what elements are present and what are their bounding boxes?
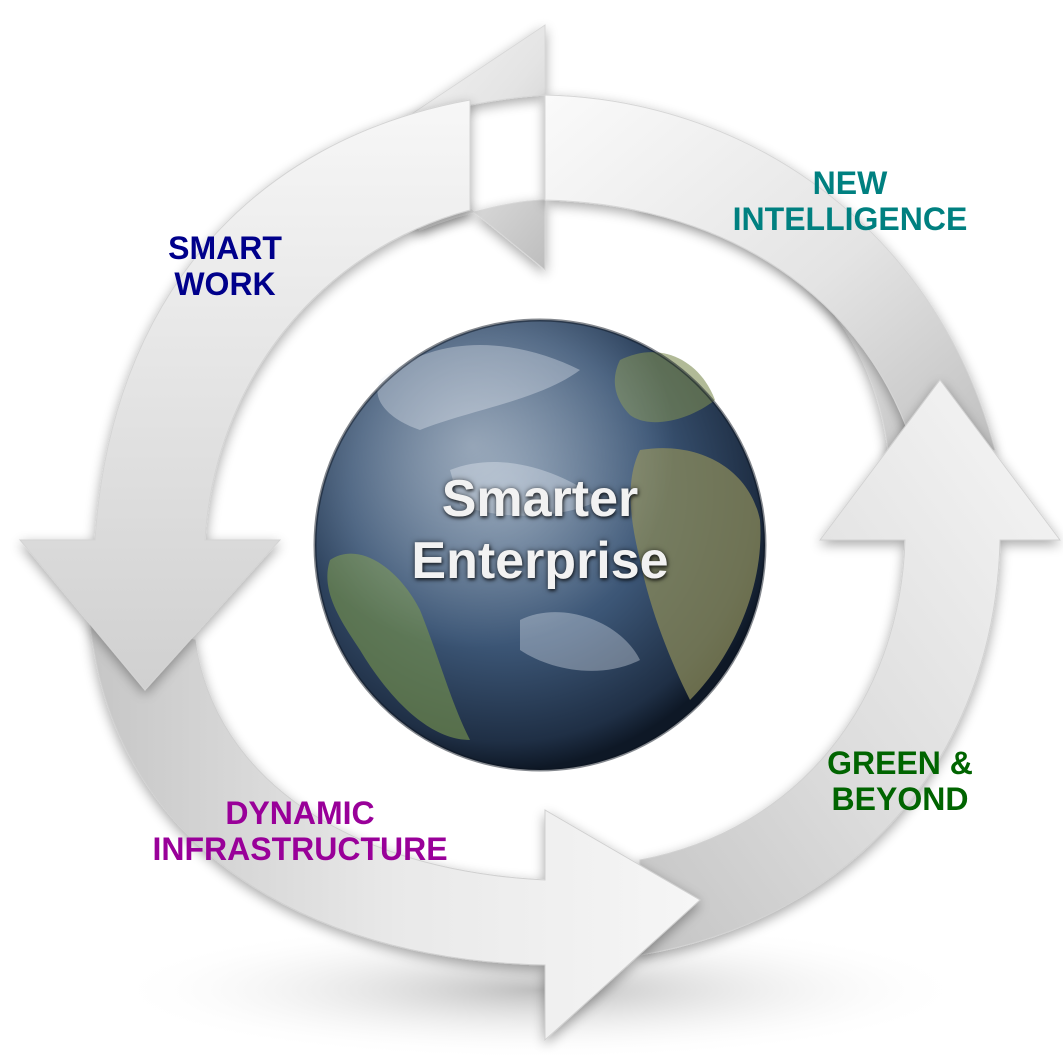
- cycle-arrow-left: [18, 99, 471, 691]
- stage-label-smart-work: SMART WORK: [120, 230, 330, 302]
- cycle-arrow-ne: [544, 94, 996, 471]
- stage-label-dynamic-infrastructure: DYNAMIC INFRASTRUCTURE: [90, 795, 510, 867]
- center-title: Smarter Enterprise: [330, 468, 750, 592]
- stage-label-green-beyond: GREEN & BEYOND: [780, 745, 1020, 817]
- floor-shadow: [110, 920, 970, 1060]
- stage-label-line2: INTELLIGENCE: [732, 201, 968, 237]
- stage-label-line1: GREEN &: [827, 745, 973, 781]
- stage-label-line1: DYNAMIC: [225, 795, 375, 831]
- stage-label-line2: WORK: [174, 266, 276, 302]
- cycle-arrow-right: [639, 379, 1061, 956]
- center-title-line1: Smarter: [441, 470, 639, 528]
- stage-label-new-intelligence: NEW INTELLIGENCE: [680, 165, 1020, 237]
- globe: [313, 318, 767, 772]
- stage-label-line2: BEYOND: [831, 781, 969, 817]
- stage-label-line2: INFRASTRUCTURE: [152, 831, 448, 867]
- stage-label-line1: NEW: [812, 165, 888, 201]
- cycle-arrow-bottom: [89, 619, 701, 1042]
- stage-label-line1: SMART: [168, 230, 282, 266]
- center-title-line2: Enterprise: [411, 532, 669, 590]
